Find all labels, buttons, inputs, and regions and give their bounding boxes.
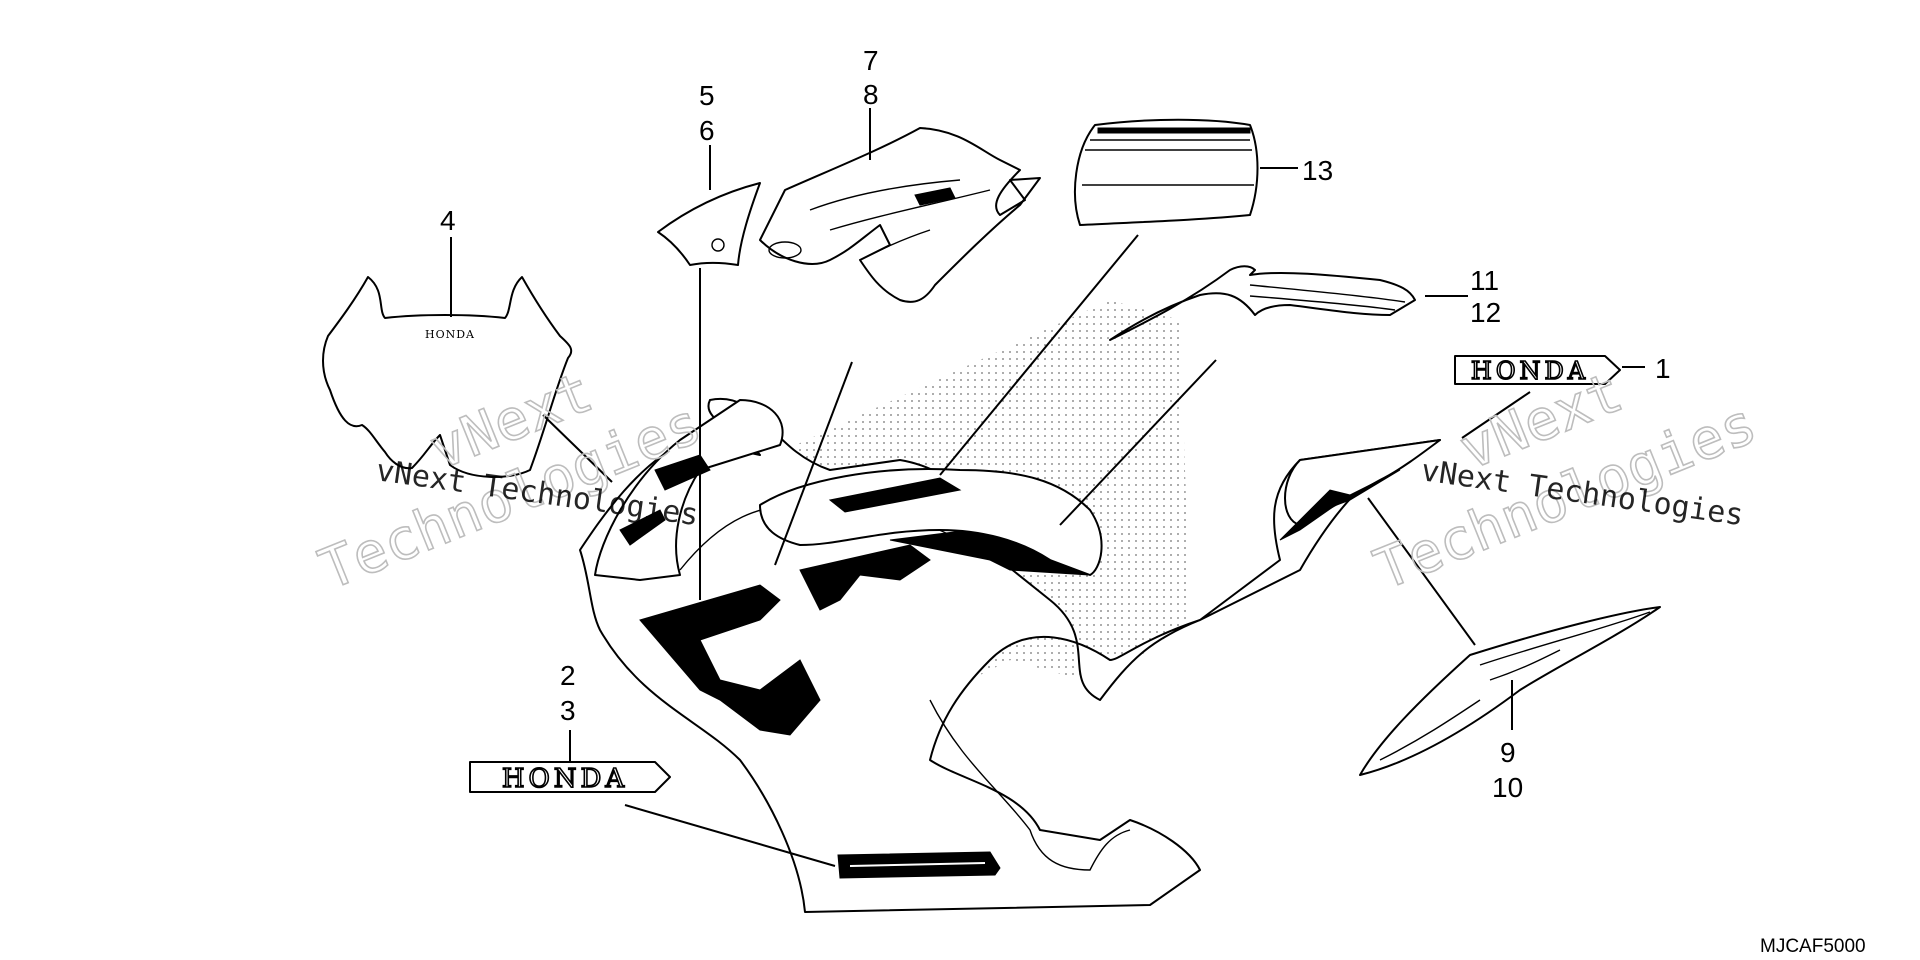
- seat-cowl-top-stripe: [1097, 127, 1251, 134]
- tail-stripe-inner-lines: [1249, 284, 1406, 311]
- lower-fairing-inner-curve: [929, 699, 1131, 871]
- middle-cowl-outline: [759, 468, 1103, 576]
- callout-12: 12: [1470, 297, 1501, 328]
- callout-5: 5: [699, 80, 715, 111]
- right-tail-black-triangle: [1279, 489, 1352, 541]
- side-panel-part-5-6: [657, 182, 761, 266]
- callout-10: 10: [1492, 772, 1523, 803]
- callout-7: 7: [863, 45, 879, 76]
- callout-3: 3: [560, 695, 576, 726]
- upper-cowl-inner-stripe: [809, 179, 991, 261]
- side-panel-hole: [711, 238, 725, 252]
- side-tail-stripe-part-9-10: [1359, 606, 1661, 776]
- seat-cowl-stripe-lines: [1082, 139, 1254, 186]
- upper-cowl-oval: [768, 241, 802, 259]
- honda-emblem-part-1: HONDA: [1471, 357, 1589, 385]
- lower-fairing-black-stripe: [639, 584, 821, 736]
- callout-6: 6: [699, 115, 715, 146]
- upper-cowl-black-mark: [914, 187, 956, 206]
- callout-13: 13: [1302, 155, 1333, 186]
- upper-cowl-part-7-8: [759, 127, 1041, 303]
- leader-lines: [450, 108, 1645, 867]
- nose-black-stripe-2: [619, 509, 666, 546]
- seat-cowl-part-13: [1074, 118, 1259, 226]
- honda-emblem-part-2-3-frame: [469, 761, 671, 793]
- nose-black-stripe: [654, 454, 711, 491]
- windscreen-part-4: [322, 276, 573, 478]
- callout-8: 8: [863, 79, 879, 110]
- lower-fairing-white-line-in-band: [849, 862, 986, 867]
- callout-2: 2: [560, 660, 576, 691]
- callout-1: 1: [1655, 353, 1671, 384]
- screen-honda-emblem: HONDA: [425, 328, 475, 341]
- diagram-code: MJCAF5000: [1760, 936, 1866, 957]
- callout-11: 11: [1470, 265, 1499, 296]
- side-tail-stripe-inner-lines: [1379, 611, 1651, 761]
- tail-stripe-part-11-12: [1109, 265, 1416, 341]
- honda-emblem-part-2-3: HONDA: [502, 764, 628, 794]
- callout-4: 4: [440, 205, 456, 236]
- callout-9: 9: [1500, 737, 1516, 768]
- middle-cowl-black-stripe: [828, 477, 962, 513]
- honda-emblem-part-1-frame: [1454, 355, 1621, 385]
- watermark-right: vNext Technologies vNext Technologies: [1365, 359, 1766, 604]
- lower-fairing-black-stripe-2: [799, 544, 931, 611]
